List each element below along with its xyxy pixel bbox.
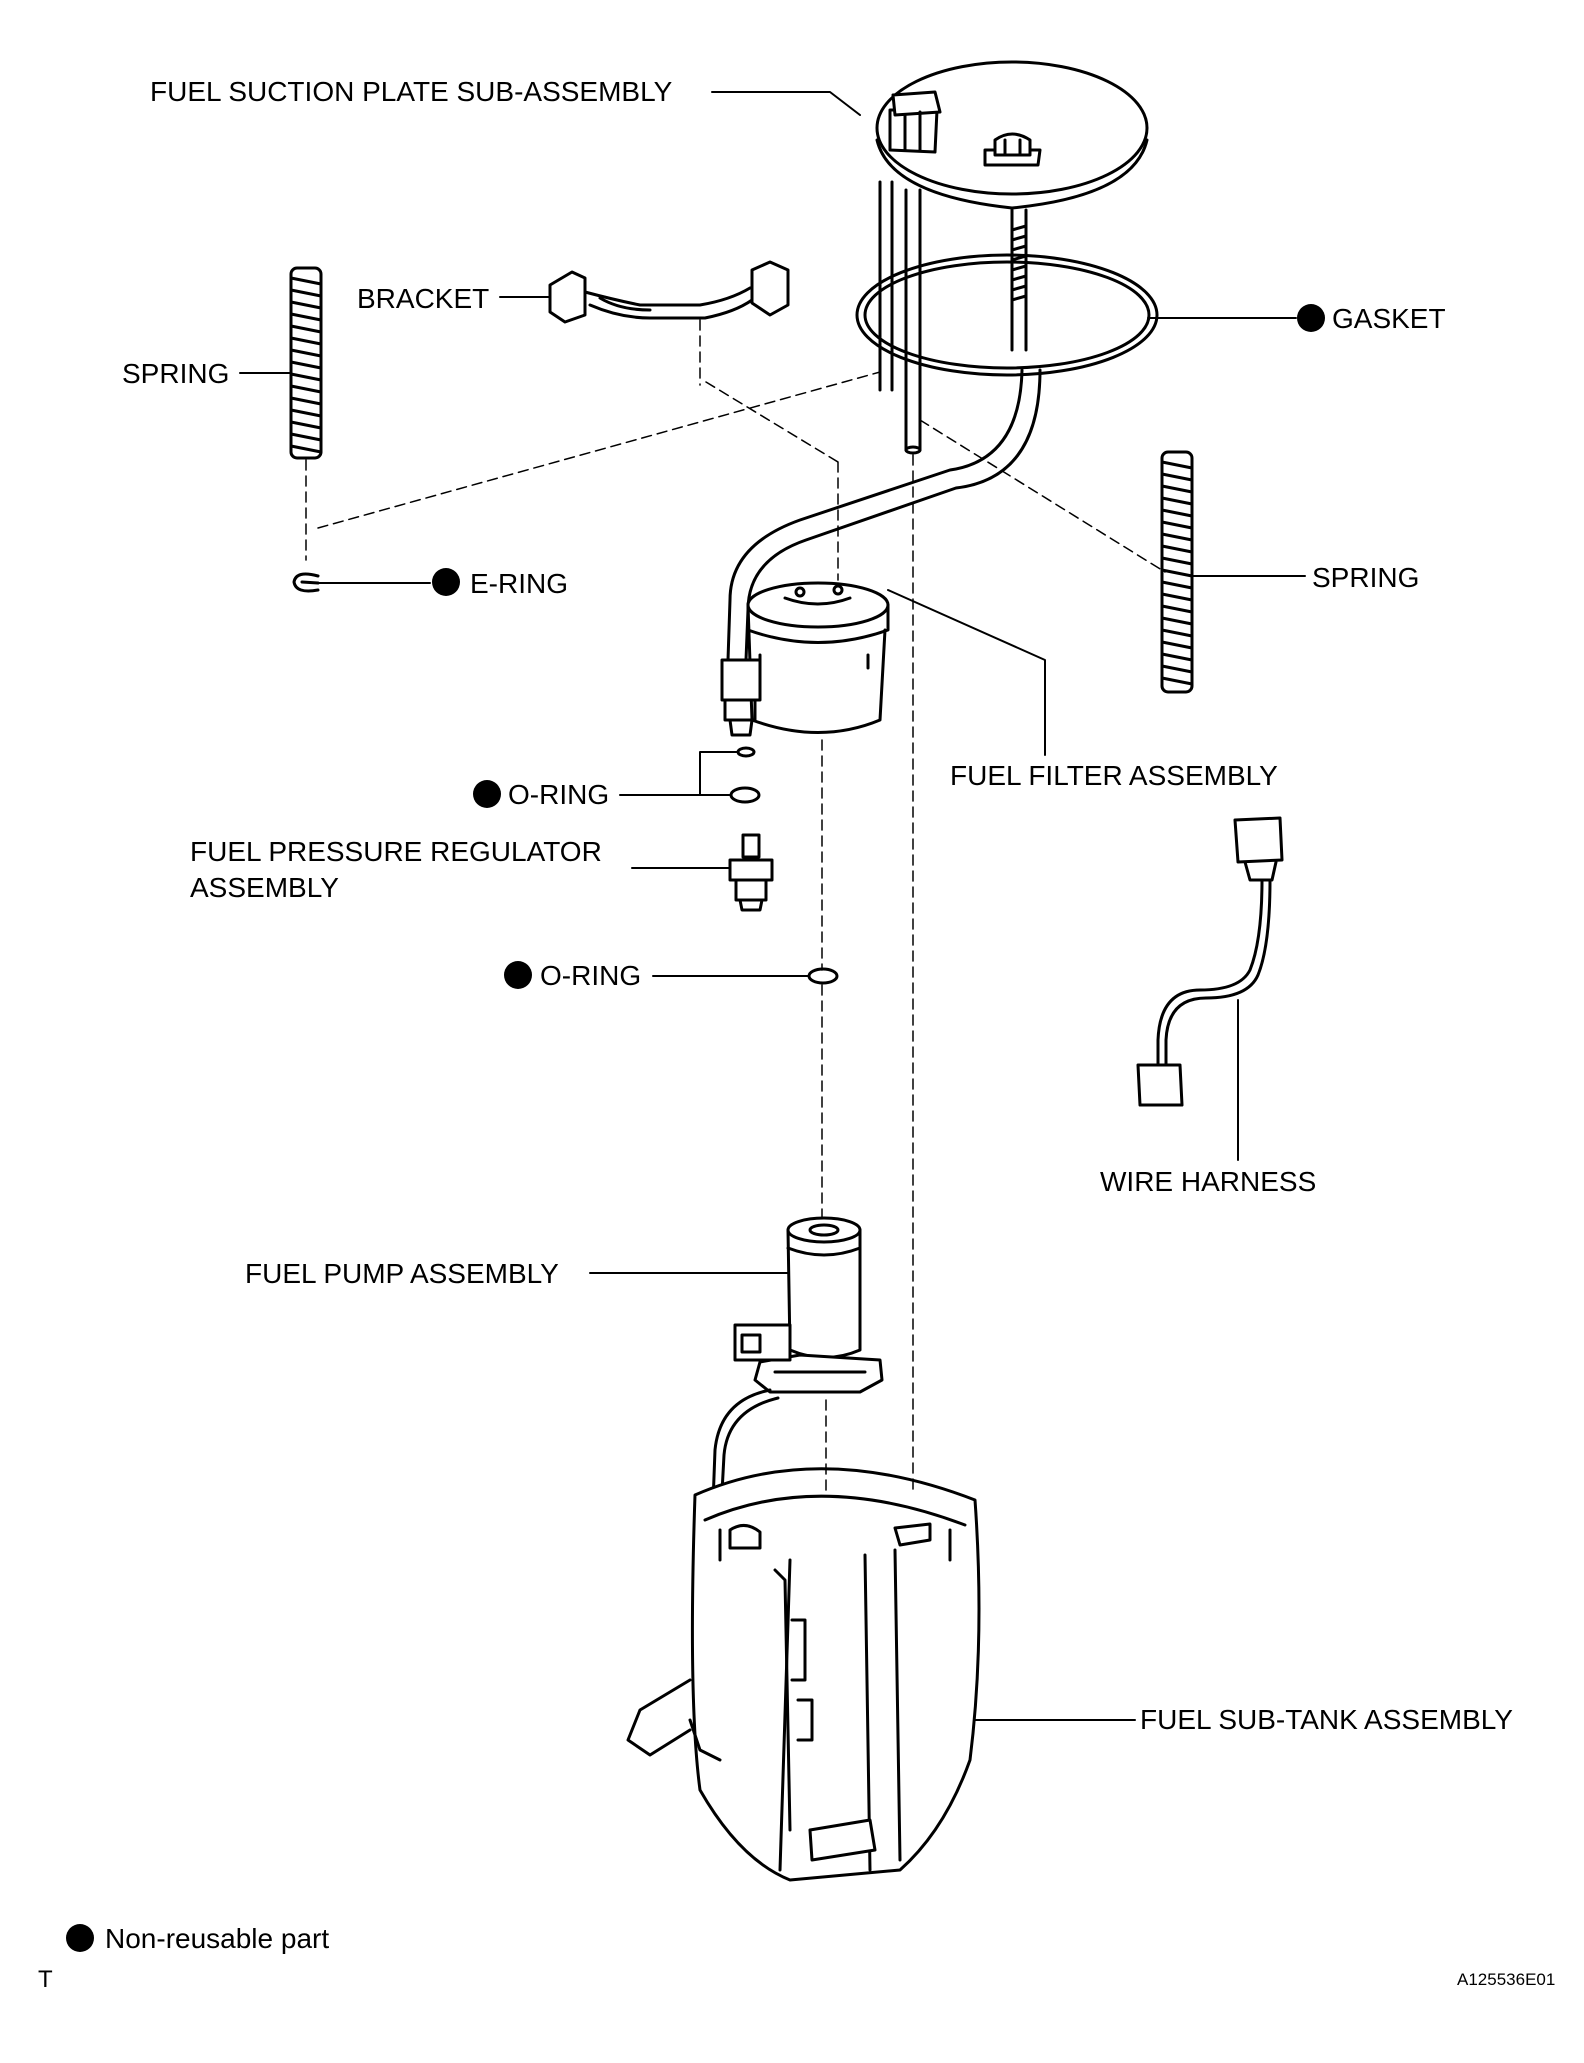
label-fuel-sub-tank: FUEL SUB-TANK ASSEMBLY xyxy=(1140,1704,1513,1735)
label-gasket: GASKET xyxy=(1332,303,1446,334)
non-reusable-marker-gasket xyxy=(1297,304,1325,332)
legend-non-reusable-dot xyxy=(66,1924,94,1952)
alignment-lines xyxy=(305,319,1166,1491)
gasket-drawing xyxy=(855,253,1159,377)
non-reusable-marker-o-ring-upper xyxy=(473,780,501,808)
leader-lines xyxy=(239,91,1306,1721)
spring-left-drawing xyxy=(289,266,323,460)
label-fuel-pressure-regulator-line1: FUEL PRESSURE REGULATOR xyxy=(190,836,602,867)
label-e-ring: E-RING xyxy=(470,568,568,599)
fuel-sub-tank-drawing xyxy=(626,1467,981,1882)
label-o-ring-lower: O-RING xyxy=(540,960,642,991)
label-wire-harness: WIRE HARNESS xyxy=(1100,1166,1317,1197)
fuel-suction-plate-drawing xyxy=(726,60,1149,662)
o-ring-lower-drawing xyxy=(807,967,839,985)
figure-id: A125536E01 xyxy=(1457,1970,1556,1989)
label-bracket: BRACKET xyxy=(357,283,490,314)
footer-left-code: T xyxy=(38,1966,53,1993)
e-ring-drawing xyxy=(292,572,320,593)
label-fuel-suction-plate: FUEL SUCTION PLATE SUB-ASSEMBLY xyxy=(150,76,673,107)
label-fuel-filter: FUEL FILTER ASSEMBLY xyxy=(950,760,1278,791)
label-spring-right: SPRING xyxy=(1312,562,1420,593)
label-o-ring-upper: O-RING xyxy=(508,779,610,810)
fuel-pressure-regulator-drawing xyxy=(728,833,774,912)
label-fuel-pump: FUEL PUMP ASSEMBLY xyxy=(245,1258,559,1289)
o-ring-small-drawing xyxy=(736,746,756,758)
non-reusable-marker-e-ring xyxy=(432,568,460,596)
non-reusable-marker-o-ring-lower xyxy=(504,961,532,989)
fuel-filter-drawing xyxy=(720,581,890,737)
label-spring-left: SPRING xyxy=(122,358,230,389)
fuel-pump-drawing xyxy=(710,1216,884,1532)
o-ring-upper-drawing xyxy=(729,786,761,804)
legend-non-reusable-text: Non-reusable part xyxy=(105,1923,330,1954)
label-fuel-pressure-regulator-line2: ASSEMBLY xyxy=(190,872,339,903)
spring-right-drawing xyxy=(1160,450,1194,694)
wire-harness-drawing xyxy=(1136,816,1284,1107)
bracket-drawing xyxy=(548,260,790,324)
